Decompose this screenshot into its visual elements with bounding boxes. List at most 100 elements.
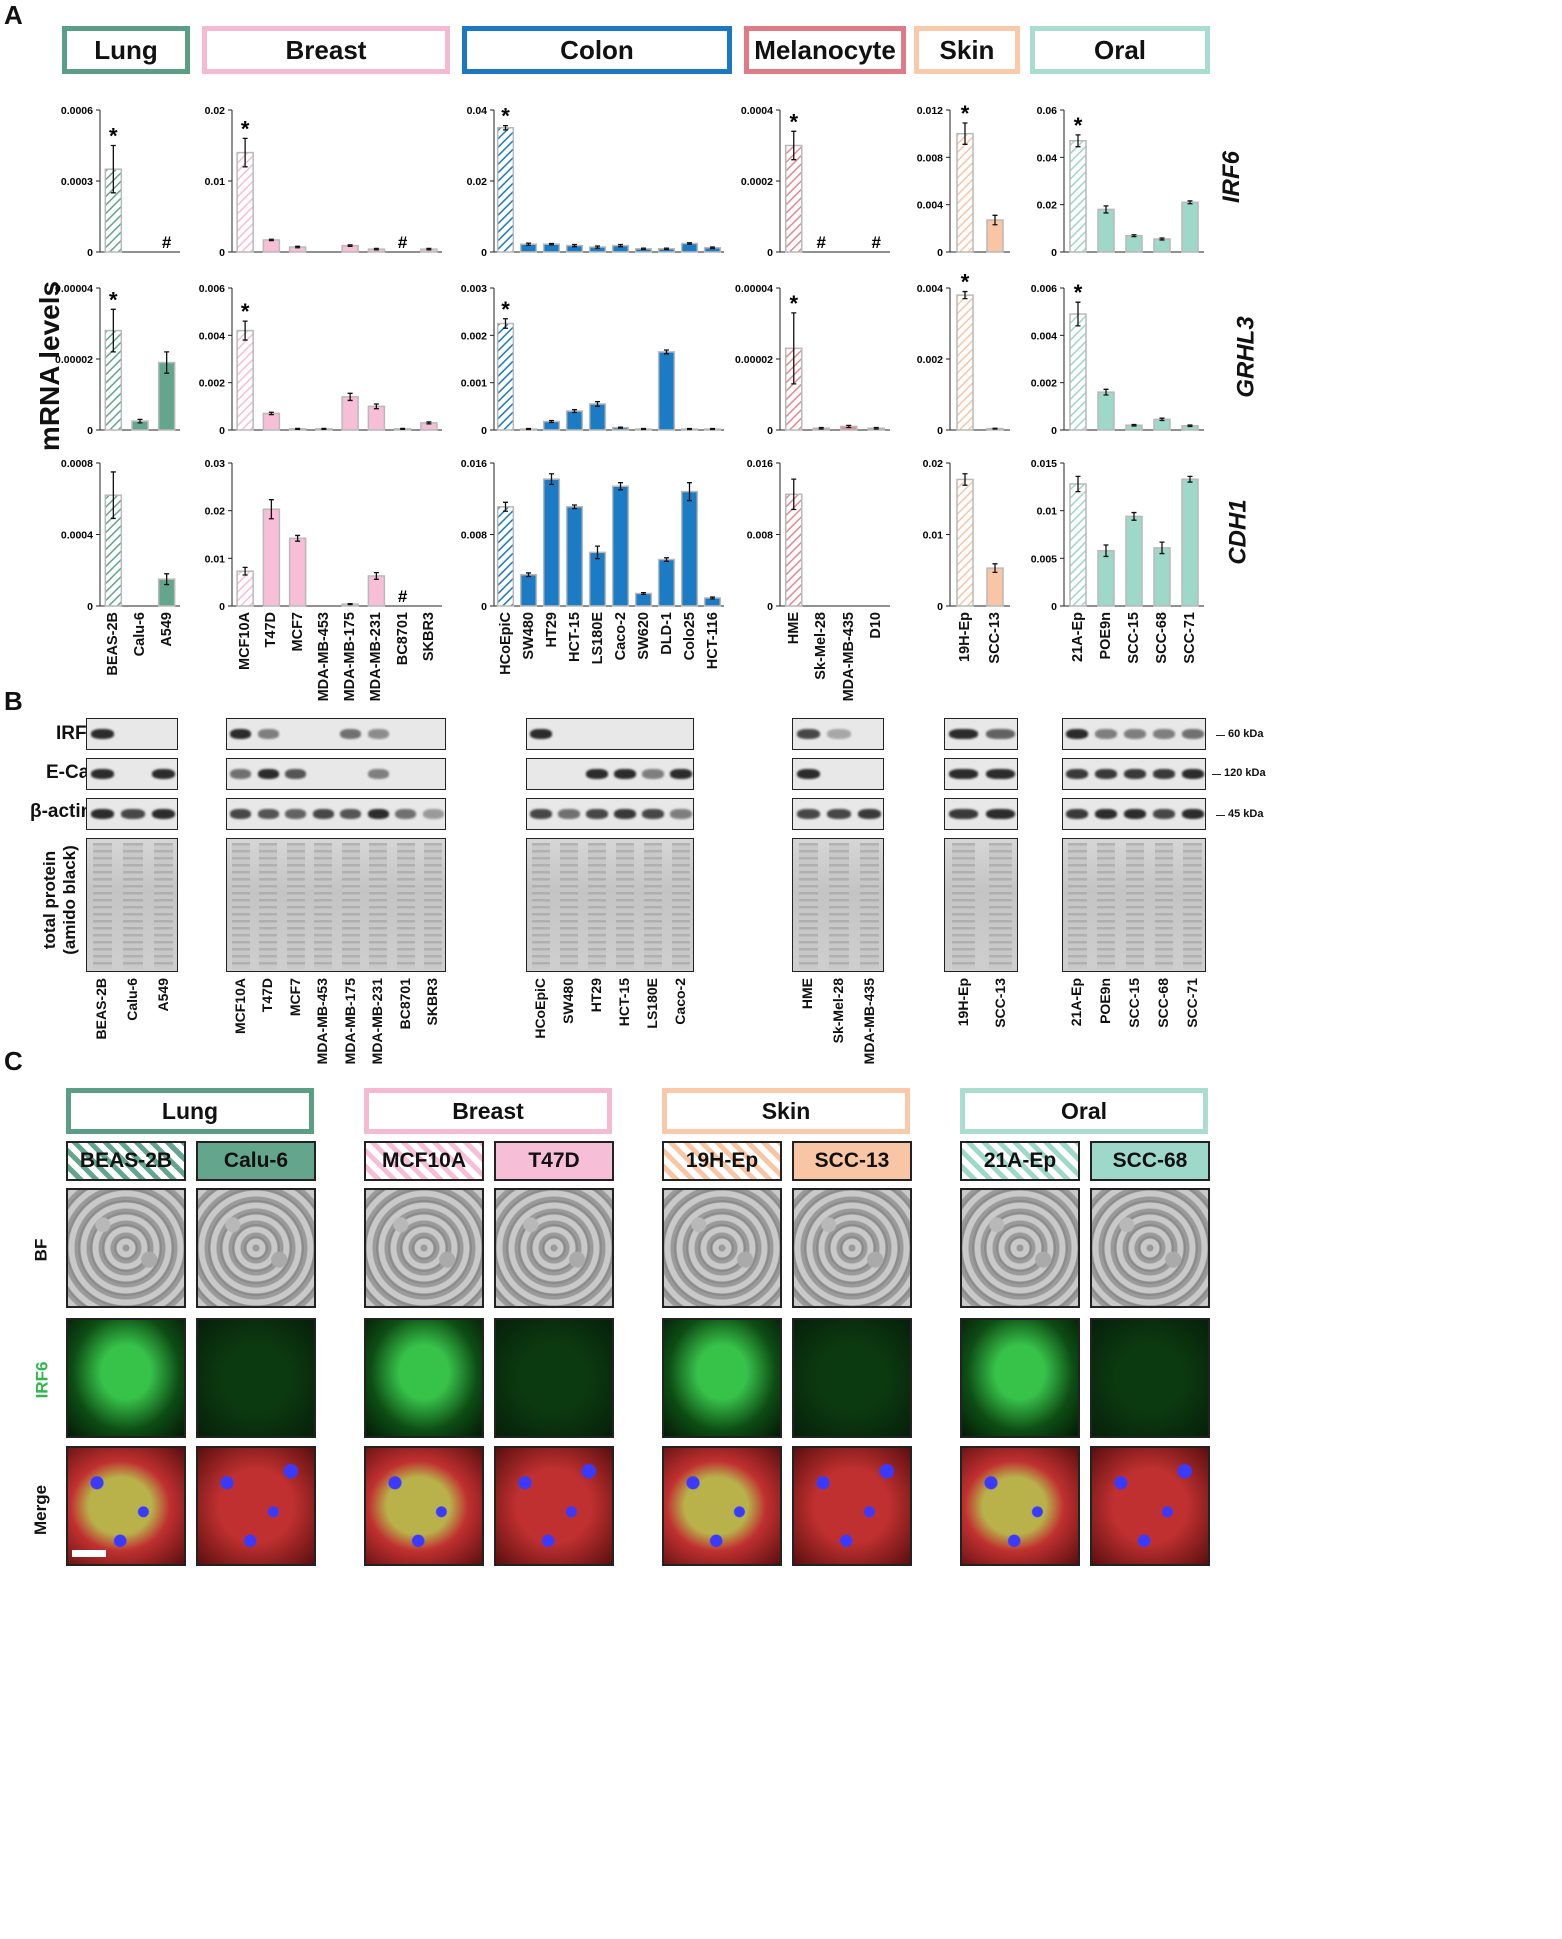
error-bar xyxy=(110,308,116,353)
total-protein-lane xyxy=(1096,843,1116,969)
bar-ls180e xyxy=(588,403,607,431)
undetected-hash: # xyxy=(162,233,172,252)
bar-hme xyxy=(785,493,803,607)
merge-image-calu-6 xyxy=(196,1446,316,1566)
blot-irf6-group-4 xyxy=(792,718,884,750)
error-bar xyxy=(1131,511,1137,521)
blot-irf6-group-6 xyxy=(1062,718,1206,750)
lane-label-calu-6: Calu-6 xyxy=(124,978,140,1021)
panel-c-header-label: Lung xyxy=(161,1097,219,1124)
band xyxy=(257,808,279,819)
error-bar xyxy=(137,418,143,424)
error-bar xyxy=(641,427,646,431)
bar-hcoepic xyxy=(496,506,515,607)
y-tick-label: 0.006 xyxy=(199,283,225,295)
error-bar xyxy=(992,563,998,574)
category-label-hct-15: HCT-15 xyxy=(566,612,583,662)
band xyxy=(986,728,1015,739)
y-tick-label: 0 xyxy=(1051,247,1057,259)
blot-total-protein-group-6 xyxy=(1062,838,1206,972)
error-bar xyxy=(164,351,170,374)
bar-21a-ep xyxy=(1069,140,1087,253)
error-bar xyxy=(572,243,577,248)
irf6-image-calu-6 xyxy=(196,1318,316,1438)
error-bar xyxy=(347,602,353,606)
error-bar xyxy=(321,427,327,430)
y-tick-label: 0.00004 xyxy=(735,283,773,295)
significance-star: * xyxy=(789,109,798,134)
lane-label-hme: HME xyxy=(799,978,816,1010)
irf6-image-beas-2b xyxy=(66,1318,186,1438)
error-bar xyxy=(373,247,379,251)
row-label-irf6: IRF6 xyxy=(32,1361,52,1399)
panel-c-header-skin: Skin xyxy=(662,1088,910,1134)
blot-irf6-group-2 xyxy=(226,718,446,750)
error-bar xyxy=(664,349,669,355)
merge-image-beas-2b xyxy=(66,1446,186,1566)
panel-c-header-label: Oral xyxy=(1060,1097,1108,1124)
y-tick-label: 0 xyxy=(219,247,225,259)
band xyxy=(367,728,389,739)
bar-mda-mb-231 xyxy=(367,405,386,431)
band xyxy=(1152,768,1175,779)
band xyxy=(827,728,851,739)
band xyxy=(257,728,279,739)
lane-label-mda-mb-231: MDA-MB-231 xyxy=(369,978,386,1065)
blot-irf6-group-5 xyxy=(944,718,1018,750)
blot-ecad-group-6 xyxy=(1062,758,1206,790)
y-tick-label: 0.002 xyxy=(199,378,225,390)
lane-label-mda-mb-453: MDA-MB-453 xyxy=(314,978,331,1065)
band xyxy=(230,808,252,819)
bar-scc-71 xyxy=(1181,478,1199,607)
error-bar xyxy=(818,426,824,430)
total-protein-lane xyxy=(396,843,415,969)
total-protein-lane xyxy=(560,843,578,969)
chart-svg: 00.010.02*# xyxy=(205,105,442,259)
error-bar xyxy=(992,214,998,226)
error-bar xyxy=(1075,475,1081,493)
y-tick-label: 0 xyxy=(219,601,225,613)
y-tick-label: 0 xyxy=(87,425,93,437)
error-bar xyxy=(110,471,116,520)
y-tick-label: 0.001 xyxy=(461,378,487,390)
band xyxy=(257,768,279,779)
error-bar xyxy=(242,320,248,341)
y-tick-label: 0.00002 xyxy=(55,354,93,366)
blot-actin-group-1 xyxy=(86,798,178,830)
bf-image-calu-6 xyxy=(196,1188,316,1308)
error-bar xyxy=(549,419,554,424)
y-tick-label: 0.03 xyxy=(205,458,226,470)
error-bar xyxy=(526,242,531,246)
cell-line-label: SCC-68 xyxy=(1112,1149,1188,1172)
band xyxy=(1066,808,1089,819)
error-bar xyxy=(687,242,692,245)
total-protein-lane xyxy=(341,843,360,969)
merge-image-scc-68 xyxy=(1090,1446,1210,1566)
total-protein-lane xyxy=(951,843,976,969)
category-label-hcoepic: HCoEpiC xyxy=(497,612,514,675)
bar-mda-mb-175 xyxy=(341,396,359,431)
bar-sw620 xyxy=(634,592,653,607)
error-bar xyxy=(1131,234,1137,238)
lane-label-mda-mb-435: MDA-MB-435 xyxy=(860,978,877,1065)
bar-scc-68 xyxy=(1153,547,1171,607)
category-label-t47d: T47D xyxy=(263,612,280,648)
band xyxy=(1152,728,1175,739)
total-protein-lane xyxy=(314,843,333,969)
band xyxy=(1124,808,1146,819)
panel-c-header-breast: Breast xyxy=(364,1088,612,1134)
cell-line-box-calu-6: Calu-6 xyxy=(196,1141,316,1181)
error-bar xyxy=(347,392,353,402)
lane-label-scc-15: SCC-15 xyxy=(1126,978,1142,1028)
category-label-a549: A549 xyxy=(158,612,175,647)
chart-svg: 00.020.04* xyxy=(467,104,724,259)
bar-mcf10a xyxy=(236,570,254,607)
panel-c-letter: C xyxy=(4,1046,23,1076)
tissue-header-melanocyte: Melanocyte xyxy=(744,26,906,74)
bar-t47d xyxy=(262,412,281,431)
significance-star: * xyxy=(109,124,118,149)
total-protein-lane xyxy=(672,843,690,969)
y-tick-label: 0.04 xyxy=(1037,152,1058,164)
blot-ecad-group-5 xyxy=(944,758,1018,790)
